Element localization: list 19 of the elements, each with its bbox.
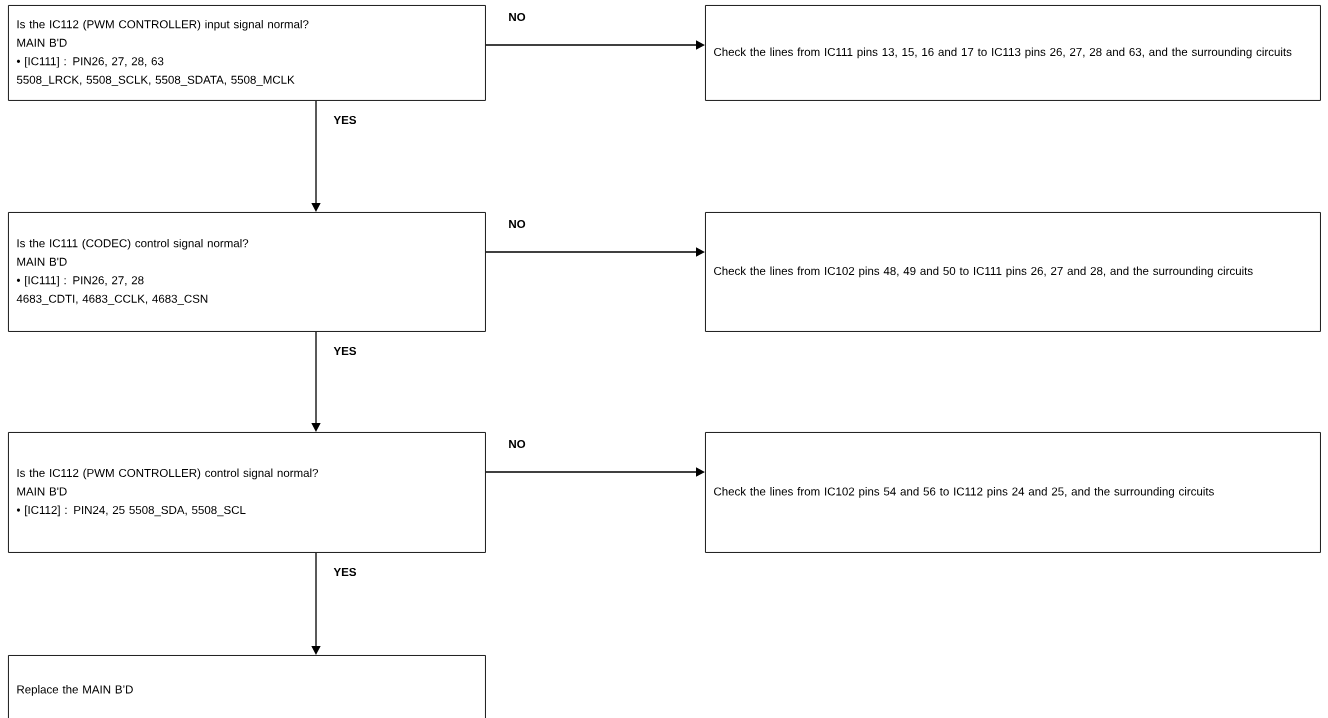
edge-label: NO [507, 218, 527, 230]
action-box: Check the lines from IC111 pins 13, 15, 16 and 17 to IC113 pins 26, 27, 28 and 63, and the surrounding circuits [705, 5, 1321, 101]
action-box: Check the lines from IC102 pins 54 and 56 to IC112 pins 24 and 25, and the surrounding circuits [705, 432, 1321, 553]
edge-label: YES [332, 345, 358, 357]
decision-box: Is the IC112 (PWM CONTROLLER) control signal normal? MAIN B'D • [IC112] : PIN24, 25 5508_SDA, 5508_SCL [8, 432, 486, 553]
edge-label: NO [507, 11, 527, 23]
arrow [485, 40, 705, 50]
arrow [485, 467, 705, 477]
arrow [485, 247, 705, 257]
decision-box: Is the IC112 (PWM CONTROLLER) input signal normal? MAIN B'D • [IC111] : PIN26, 27, 28, 63 5508_LRCK, 5508_SCLK, 5508_SDATA, 5508_MCLK [8, 5, 486, 101]
edge-label: NO [507, 438, 527, 450]
arrow [311, 552, 321, 655]
edge-label: YES [332, 566, 358, 578]
replace-box: Replace the MAIN B’D [8, 655, 486, 718]
arrow [311, 331, 321, 432]
edge-label: YES [332, 114, 358, 126]
arrow [311, 100, 321, 212]
action-box: Check the lines from IC102 pins 48, 49 and 50 to IC111 pins 26, 27 and 28, and the surrounding circuits [705, 212, 1321, 332]
decision-box: Is the IC111 (CODEC) control signal normal? MAIN B'D • [IC111] : PIN26, 27, 28 4683_CDTI, 4683_CCLK, 4683_CSN [8, 212, 486, 332]
